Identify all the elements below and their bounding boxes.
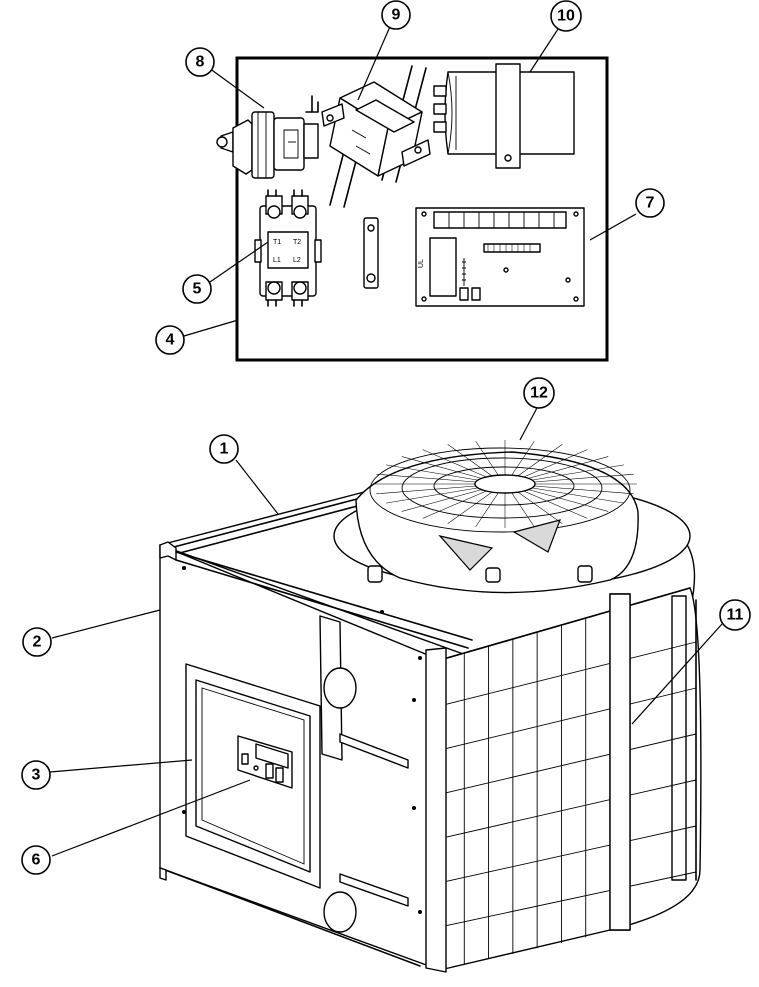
callout-8: 8 bbox=[185, 47, 215, 77]
callout-1-label: 1 bbox=[220, 441, 229, 458]
grille-spoke bbox=[447, 444, 493, 477]
corner-post bbox=[609, 593, 631, 931]
callout-10: 10 bbox=[550, 0, 582, 32]
grille-spoke bbox=[531, 464, 624, 481]
callout-3: 3 bbox=[21, 760, 51, 790]
grille-spoke bbox=[517, 444, 563, 477]
callout-6-label: 6 bbox=[32, 852, 41, 869]
grille-spoke bbox=[517, 491, 563, 524]
callout-6: 6 bbox=[21, 845, 51, 875]
transformer bbox=[321, 65, 431, 208]
callout-2-label: 2 bbox=[33, 634, 42, 651]
callout-11: 11 bbox=[719, 599, 751, 631]
grille-spoke bbox=[422, 449, 487, 478]
coil-grid-line bbox=[445, 687, 697, 750]
callout-9: 9 bbox=[381, 0, 411, 30]
capacitor bbox=[433, 63, 575, 169]
callout-12-label: 12 bbox=[530, 385, 548, 402]
callout-2: 2 bbox=[22, 627, 52, 657]
grille-spoke bbox=[534, 473, 634, 483]
grille-spoke bbox=[386, 487, 479, 504]
coil-grid-line bbox=[445, 825, 697, 882]
grille-spoke bbox=[511, 440, 535, 476]
grille-spoke bbox=[386, 464, 479, 481]
coil-grid-line bbox=[445, 641, 697, 705]
grille-spoke bbox=[528, 489, 609, 512]
contactor: T1 T2 L1 L2 bbox=[254, 189, 322, 307]
callout-1: 1 bbox=[209, 434, 239, 464]
coil-grid-line bbox=[445, 779, 697, 838]
grille-spoke bbox=[376, 473, 476, 483]
callout-4-label: 4 bbox=[166, 332, 175, 349]
display-panel bbox=[237, 735, 293, 789]
callout-9-label: 9 bbox=[392, 7, 401, 24]
callout-7-label: 7 bbox=[646, 195, 655, 212]
grille-spoke bbox=[523, 490, 588, 519]
callout-7: 7 bbox=[635, 188, 665, 218]
callout-5: 5 bbox=[182, 274, 212, 304]
callout-8-label: 8 bbox=[196, 54, 205, 71]
pressure-switch bbox=[216, 95, 319, 179]
callout-4: 4 bbox=[155, 325, 185, 355]
ground-lug bbox=[363, 217, 379, 289]
coil-cage bbox=[439, 587, 702, 971]
callout-5-label: 5 bbox=[193, 281, 202, 298]
grille-spoke bbox=[447, 491, 493, 524]
grille-spoke bbox=[422, 490, 487, 519]
grille-spoke bbox=[475, 492, 499, 528]
terminal-t2: T2 bbox=[293, 239, 301, 246]
callout-10-label: 10 bbox=[557, 8, 575, 25]
grille-spoke bbox=[376, 485, 476, 495]
terminal-l2: L2 bbox=[293, 257, 301, 264]
callout-12: 12 bbox=[523, 377, 555, 409]
control-board: UL bbox=[415, 207, 585, 307]
grille-spoke bbox=[531, 487, 624, 504]
grille-spoke bbox=[475, 440, 499, 476]
access-door bbox=[185, 663, 321, 889]
grille-spoke bbox=[523, 449, 588, 478]
terminal-t1: T1 bbox=[273, 239, 281, 246]
fan-guard bbox=[333, 440, 691, 594]
grille-spoke bbox=[511, 492, 535, 528]
coil-grid-line bbox=[445, 871, 697, 927]
grille-spoke bbox=[401, 489, 482, 512]
grille-spoke bbox=[401, 456, 482, 479]
grille-spoke bbox=[528, 456, 609, 479]
grille-spoke bbox=[534, 485, 634, 495]
leader-lines bbox=[49, 21, 723, 857]
terminal-l1: L1 bbox=[273, 257, 281, 264]
callout-11-label: 11 bbox=[727, 607, 744, 624]
callout-3-label: 3 bbox=[32, 767, 41, 784]
board-mark: UL bbox=[418, 259, 425, 268]
coil-grid-line bbox=[445, 733, 697, 794]
